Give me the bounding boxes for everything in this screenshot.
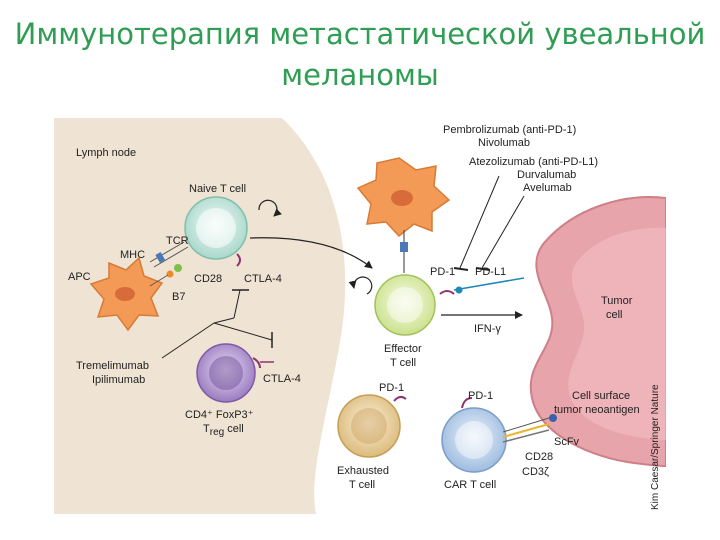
slide-title-line-2: меланомы — [281, 58, 439, 92]
naive-t-cell-nucleus — [196, 208, 236, 248]
effector-proliferation-icon — [348, 276, 373, 295]
scfv-label: ScFv — [554, 436, 580, 448]
exhausted-t-cell-nucleus — [351, 408, 387, 444]
cd3z-label: CD3ζ — [522, 466, 549, 478]
ctla4-treg-label: CTLA-4 — [263, 373, 301, 385]
avelumab-label: Avelumab — [523, 182, 572, 194]
car-cd28-domain — [502, 423, 550, 438]
exhausted-label-line1: Exhausted — [337, 465, 389, 477]
treg-label-line1: CD4⁺ FoxP3⁺ — [185, 409, 254, 421]
pdl1-label: PD-L1 — [475, 266, 506, 278]
treg-sub: reg — [210, 427, 224, 438]
treg-cell — [196, 343, 256, 403]
cd28-label: CD28 — [194, 273, 222, 285]
effector-t-cell — [374, 274, 436, 336]
tcr-mhc-complex — [155, 252, 166, 263]
durvalumab-label: Durvalumab — [517, 169, 576, 181]
treg-label-line2: Treg cell — [203, 423, 244, 438]
treg-cell-word: cell — [224, 423, 244, 435]
slide-title-line-1: Иммунотерапия метастатической увеальной — [14, 17, 706, 51]
b7-ligand — [166, 270, 174, 278]
tcr-label: TCR — [166, 235, 189, 247]
pd1-receptor-car — [461, 397, 473, 409]
activation-arrow — [249, 237, 373, 269]
pd1-exhausted-label: PD-1 — [379, 382, 404, 394]
effector-label-line2: T cell — [390, 357, 416, 369]
treg-cell-nucleus — [209, 356, 243, 390]
treg-t: T — [203, 423, 210, 435]
car-t-cell — [441, 407, 507, 473]
apc-left-nucleus — [115, 287, 135, 301]
pd1-effector-label: PD-1 — [430, 266, 455, 278]
pembrolizumab-label: Pembrolizumab (anti-PD-1) — [443, 124, 576, 136]
ipilimumab-label: Ipilimumab — [92, 374, 145, 386]
anti-pdl1-bar — [475, 267, 491, 271]
tcr-line — [149, 241, 185, 263]
lymph-node-region — [54, 118, 346, 514]
anti-pd1-line — [459, 175, 500, 269]
anti-pd1-bar — [453, 267, 469, 271]
mhc-label: MHC — [120, 249, 145, 261]
pd1-receptor-effector — [439, 290, 455, 295]
inhibitor-branch-bottom — [213, 322, 273, 341]
cd28-receptor — [174, 264, 182, 272]
car-stem — [502, 417, 550, 433]
cell-surface-label-line1: Cell surface — [572, 390, 630, 402]
effector-label-line1: Effector — [384, 343, 422, 355]
pdl1-ligand — [455, 286, 463, 294]
inhibitor-branch-top — [233, 289, 241, 319]
naive-proliferation-icon — [258, 199, 282, 217]
tumor-neoantigen — [549, 414, 557, 422]
ctla4-top-label: CTLA-4 — [244, 273, 282, 285]
pd1-car-label: PD-1 — [468, 390, 493, 402]
cd28-car-label: CD28 — [525, 451, 553, 463]
immunotherapy-diagram: Lymph node Naive T cell TCR MHC APC CD28… — [54, 118, 666, 514]
inhibitor-branch — [213, 317, 235, 324]
nivolumab-label: Nivolumab — [478, 137, 530, 149]
mhc-line — [153, 246, 189, 268]
atezolizumab-label: Atezolizumab (anti-PD-L1) — [469, 156, 598, 168]
lymph-node-label: Lymph node — [76, 147, 136, 159]
car-t-cell-nucleus — [455, 421, 493, 459]
effector-tcr-mhc — [400, 242, 408, 252]
ctla4-receptor-treg — [252, 357, 261, 369]
ctla4-receptor-naive — [236, 253, 241, 267]
exhausted-t-cell — [337, 394, 401, 458]
apc-top-nucleus — [391, 190, 413, 206]
tumor-cell-inner — [568, 227, 666, 440]
apc-label: APC — [68, 271, 91, 283]
tumor-label-line2: cell — [606, 309, 623, 321]
effector-t-cell-nucleus — [387, 287, 423, 323]
tremelimumab-label: Tremelimumab — [76, 360, 149, 372]
inhibitor-stem — [161, 322, 215, 359]
car-cd3z-domain — [502, 429, 550, 443]
anti-pdl1-line — [481, 195, 525, 269]
b7-label: B7 — [172, 291, 185, 303]
tumor-label-line1: Tumor — [601, 295, 633, 307]
pdl1-link — [453, 277, 525, 291]
car-t-cell-label: CAR T cell — [444, 479, 496, 491]
cell-surface-label-line2: tumor neoantigen — [554, 404, 640, 416]
slide-title: Иммунотерапия метастатической увеальной … — [0, 14, 720, 96]
b7-pointer — [149, 274, 169, 287]
pd1-receptor-exhausted — [393, 395, 407, 402]
naive-t-cell-label: Naive T cell — [189, 183, 246, 195]
exhausted-label-line2: T cell — [349, 479, 375, 491]
ifn-label: IFN-γ — [474, 323, 501, 335]
image-credit: Kim Caesar/Springer Nature — [650, 384, 661, 510]
